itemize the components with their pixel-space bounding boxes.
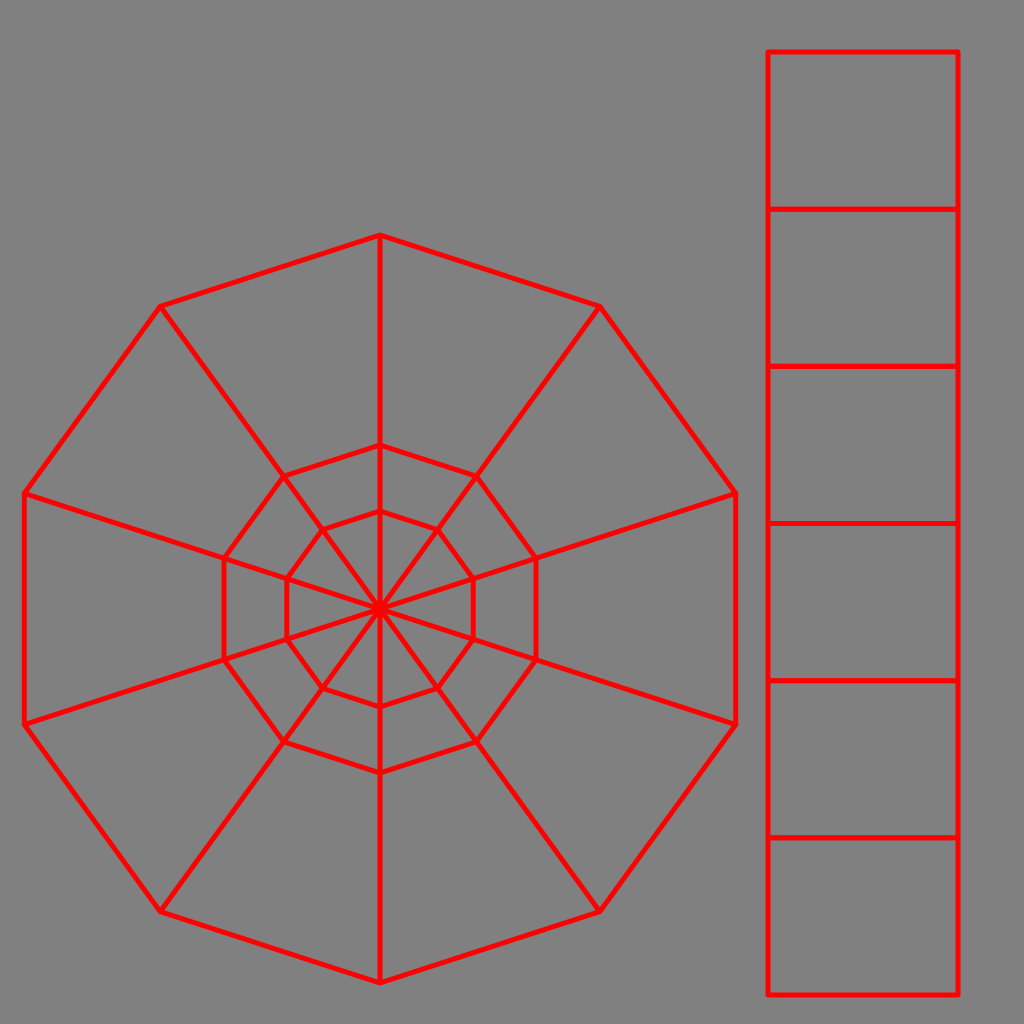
cap-spoke-7: [157, 606, 383, 915]
cap-spoke-10: [157, 303, 383, 612]
cap-spoke-2: [377, 303, 603, 612]
cap-spoke-4: [377, 606, 739, 728]
cap-spoke-3: [377, 490, 739, 612]
decagon-cap-mesh: [21, 232, 739, 986]
cap-spoke-9: [21, 490, 383, 612]
cap-spoke-8: [21, 606, 383, 728]
cap-spoke-5: [377, 606, 603, 915]
side-strip-mesh: [765, 49, 961, 998]
strip-cell-6: [765, 835, 961, 998]
